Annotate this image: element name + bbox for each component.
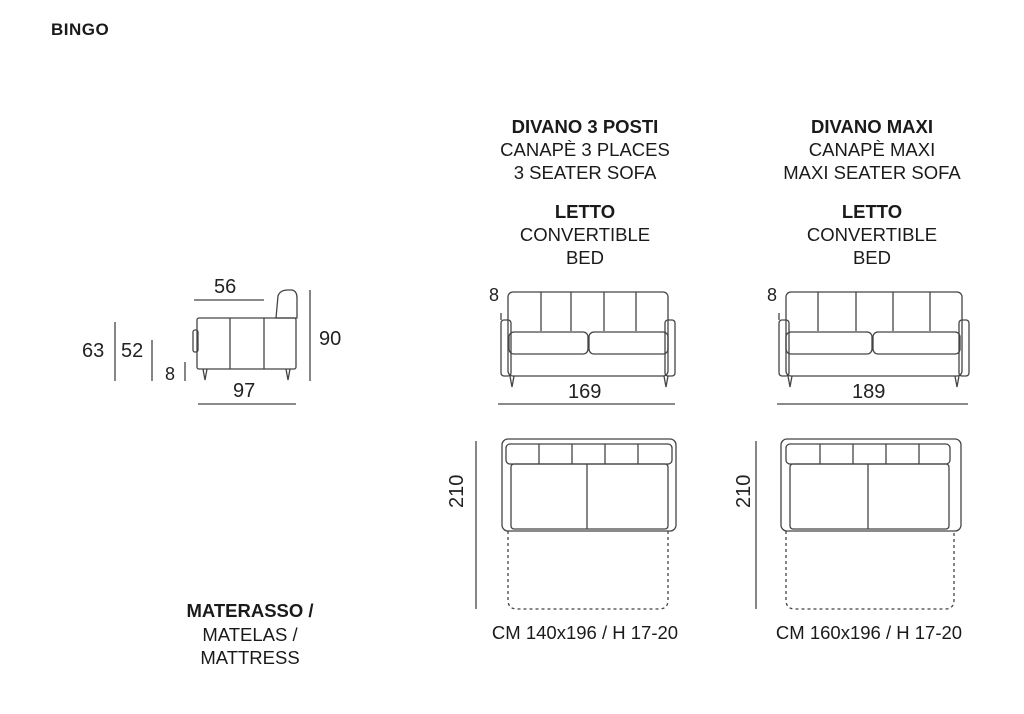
brand-title: BINGO: [51, 20, 110, 39]
sofa3-width-label: 169: [568, 381, 602, 403]
sofa3-title: DIVANO 3 POSTI: [511, 116, 659, 137]
sofa3-header: DIVANO 3 POSTI CANAPÈ 3 PLACES 3 SEATER …: [465, 115, 705, 184]
sofa-maxi-bed-line2: BED: [852, 247, 892, 268]
sofa3-bed-drawing: [475, 438, 677, 610]
mattress-label-fr: MATELAS /: [202, 623, 298, 645]
sofa-maxi-title: DIVANO MAXI: [811, 116, 933, 137]
sofa-maxi-leg-height-label: 8: [767, 285, 778, 305]
side-depth-top-label: 56: [214, 276, 237, 298]
mattress-label: MATERASSO / MATELAS / MATTRESS: [150, 599, 350, 670]
sofa3-bed-length-label: 210: [446, 474, 468, 508]
side-leg-height-label: 8: [165, 364, 176, 384]
sofa-maxi-front-drawing: [777, 291, 970, 405]
sofa3-mattress-size: CM 140x196 / H 17-20: [491, 622, 679, 643]
sofa-maxi-bed-drawing: [755, 438, 962, 610]
side-total-height-label: 63: [82, 340, 105, 362]
mattress-label-it: MATERASSO /: [186, 600, 314, 621]
sofa-maxi-name-fr: CANAPÈ MAXI: [808, 139, 936, 160]
sofa-maxi-name-en: MAXI SEATER SOFA: [783, 162, 961, 183]
sofa3-bed-line1: CONVERTIBLE: [519, 224, 651, 245]
side-view-drawing: [114, 289, 311, 405]
sofa-maxi-bed-line1: CONVERTIBLE: [806, 224, 938, 245]
sofa3-bed-line2: BED: [565, 247, 605, 268]
side-depth-label: 97: [233, 380, 256, 402]
sofa3-bed-title: LETTO: [554, 201, 616, 222]
sofa3-front-drawing: [498, 291, 676, 405]
side-back-height-label: 90: [319, 328, 342, 350]
mattress-label-en: MATTRESS: [200, 647, 300, 668]
side-seat-height-label: 52: [121, 340, 144, 362]
sofa3-name-en: 3 SEATER SOFA: [513, 162, 657, 183]
sofa-maxi-bed-length-label: 210: [733, 474, 755, 508]
sofa-maxi-header: DIVANO MAXI CANAPÈ MAXI MAXI SEATER SOFA: [752, 115, 992, 184]
sofa3-leg-height-label: 8: [489, 285, 500, 305]
sofa-maxi-bed-header: LETTO CONVERTIBLE BED: [752, 200, 992, 269]
sofa-maxi-bed-title: LETTO: [841, 201, 903, 222]
sofa-maxi-width-label: 189: [852, 381, 886, 403]
sofa-maxi-mattress-size: CM 160x196 / H 17-20: [775, 622, 963, 643]
sofa3-bed-header: LETTO CONVERTIBLE BED: [465, 200, 705, 269]
sofa3-name-fr: CANAPÈ 3 PLACES: [500, 139, 670, 160]
